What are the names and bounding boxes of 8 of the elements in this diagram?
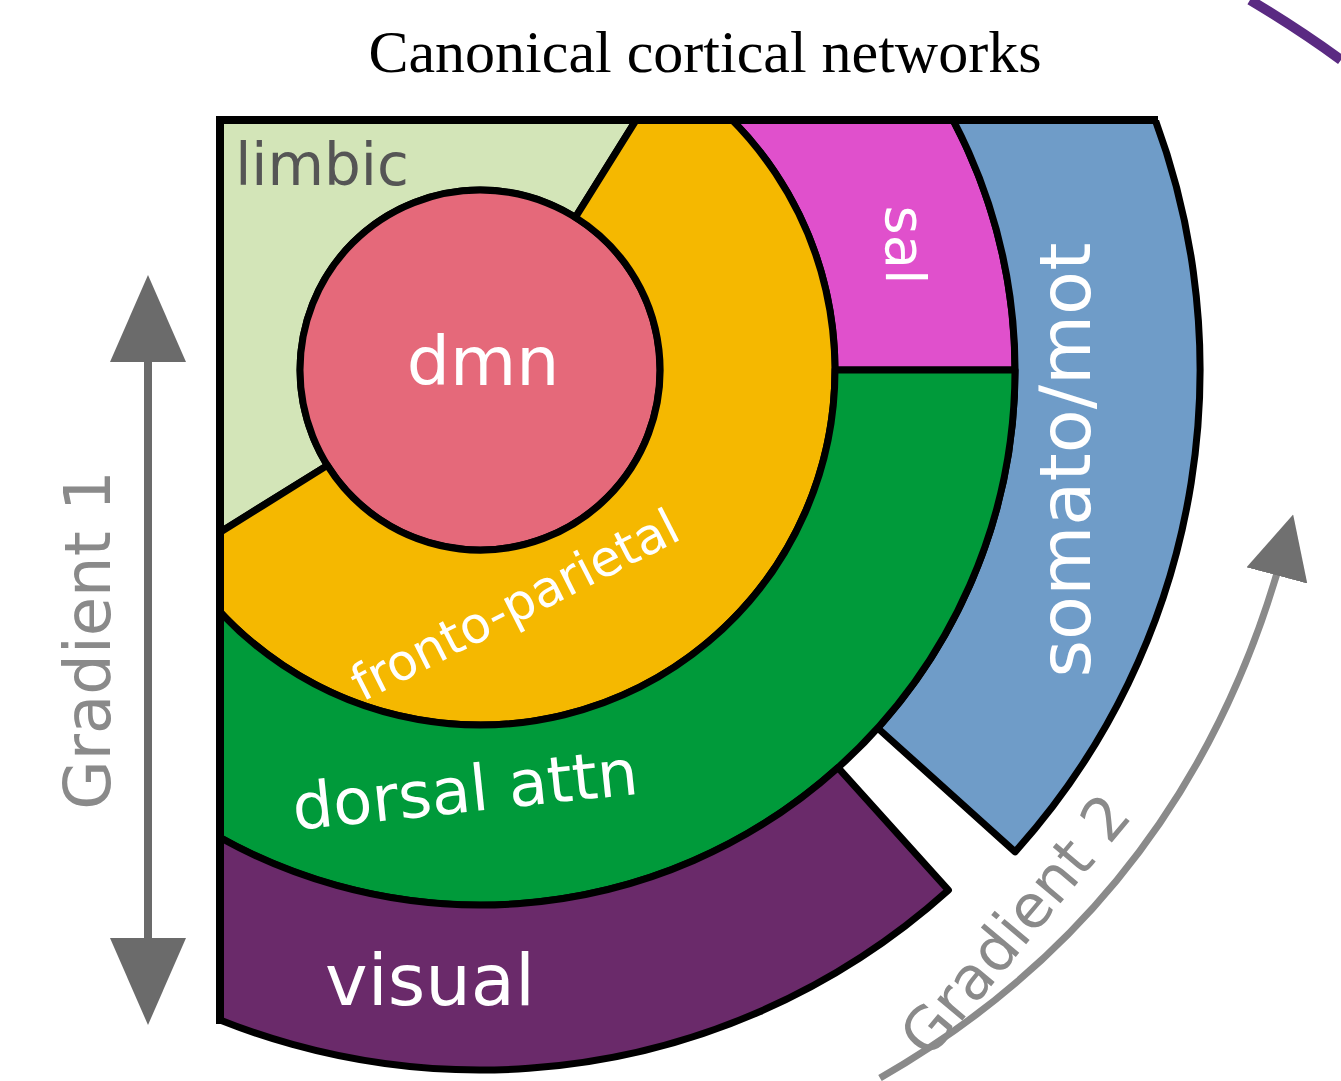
network-label: limbic xyxy=(235,136,409,194)
axis-label: Gradient 1 xyxy=(56,470,120,810)
title: Canonical cortical networks xyxy=(367,22,1043,82)
network-label: dmn xyxy=(406,328,560,396)
network-label: sal xyxy=(877,205,933,285)
network-label: somato/mot xyxy=(1029,242,1101,678)
network-label: visual xyxy=(325,944,535,1016)
network-label: dorsal attn xyxy=(289,740,641,840)
